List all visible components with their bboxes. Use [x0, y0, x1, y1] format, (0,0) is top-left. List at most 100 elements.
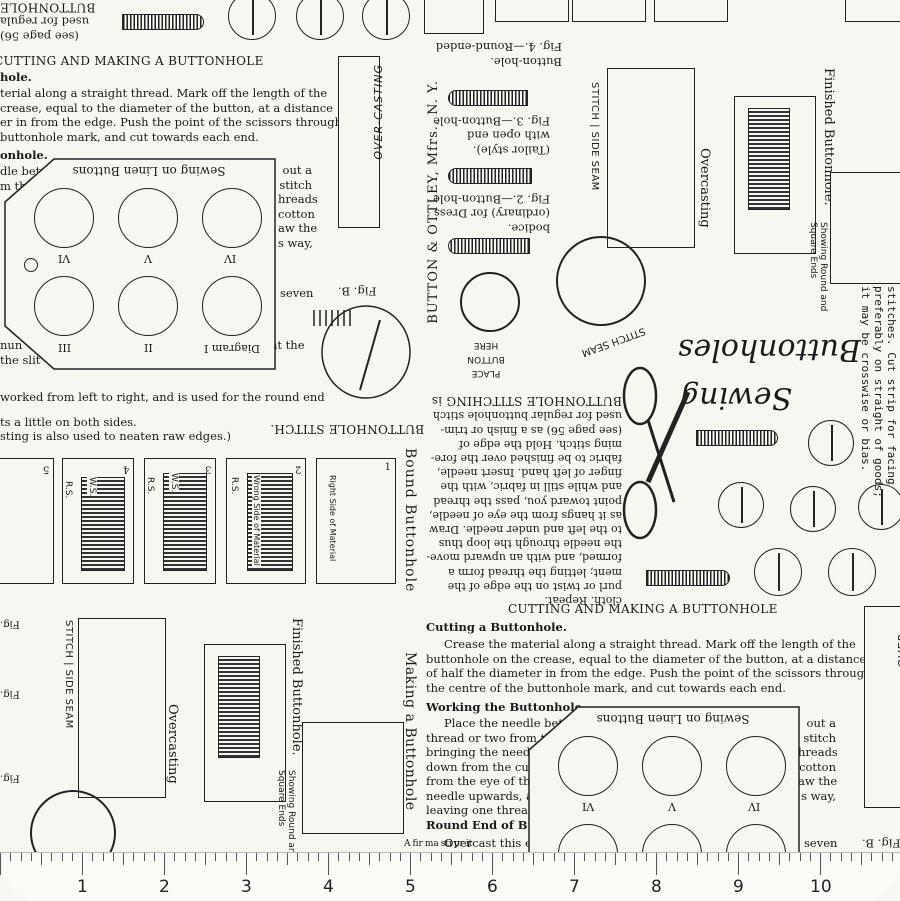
making-buttonhole-title: Making a Buttonhole	[402, 652, 418, 811]
ruler-tick	[522, 853, 524, 861]
button-icon	[362, 0, 410, 40]
text-line: formed, and with an upward move-	[426, 551, 622, 565]
large-button	[556, 236, 646, 326]
stitch-seam-label: STITCH SEAM	[580, 324, 647, 359]
ruler-tick	[604, 853, 606, 861]
right-fragments: out a stitch hreads cotton aw the s way,	[278, 163, 318, 250]
ruler-tick	[420, 853, 422, 861]
button-with-needle	[460, 272, 520, 332]
ruler-tick	[635, 853, 637, 861]
text-line: worked from left to right, and is used f…	[0, 390, 325, 404]
ruler-tick	[30, 853, 32, 861]
ruler-tick	[164, 853, 165, 875]
panel-number: 2	[294, 463, 301, 475]
ruler-tick	[338, 853, 340, 861]
text-line: BUTTONHOLE	[0, 0, 96, 15]
panel-wrong-side: Wrong Side of Material	[252, 475, 261, 566]
text-line: aw the	[278, 221, 318, 235]
ruler-tick	[625, 853, 627, 861]
subheading: hole.	[0, 70, 32, 84]
panel-right-side: Right Side of Material	[328, 475, 337, 562]
bottom-lines: worked from left to right, and is used f…	[0, 390, 325, 444]
text-line: to the left and under needle. Draw	[429, 523, 622, 537]
text-line: Square Ends	[276, 770, 286, 827]
ruler-tick	[61, 853, 63, 861]
ruler-tick	[891, 853, 893, 861]
stitching-block: cloth. Repeat. purl or twist on the edge…	[418, 394, 622, 607]
top-panel	[572, 0, 646, 22]
ruler-tick	[492, 853, 493, 875]
ruler-tick	[348, 853, 350, 861]
ruler-tick	[861, 853, 862, 865]
button-circle-ii	[118, 276, 178, 336]
ruler-tick	[850, 853, 852, 861]
text-line: the slit	[0, 352, 41, 367]
text-frag: it	[465, 839, 473, 849]
button-circle-iv	[726, 736, 786, 796]
text-frag: pr	[453, 839, 464, 849]
ruler-tick	[430, 853, 432, 861]
text-line: s way,	[278, 235, 313, 250]
ruler-tick	[184, 853, 186, 861]
panel-ws: W.S.	[87, 477, 97, 497]
text-frag: A	[404, 839, 411, 849]
ruler-tick	[0, 853, 1, 875]
ruler-tick	[102, 853, 104, 861]
center-para2: Place the needle betw thread or two from…	[426, 716, 573, 818]
text-line: thread or two from th	[426, 730, 553, 745]
ruler-tick	[358, 853, 360, 861]
text-line: from the eye of the	[426, 774, 538, 788]
button-place-here: PLACE BUTTON HERE	[458, 338, 514, 380]
ruler-tick	[246, 853, 247, 875]
bound-buttonhole-title: Bound Buttonhole	[402, 448, 418, 593]
buttonhole-stitch-heading: BUTTONHOLE STITCH.	[270, 422, 425, 436]
text-stitch: STITCH	[589, 82, 600, 121]
label-v: V	[668, 800, 676, 813]
ruler-tick	[779, 853, 780, 865]
panel-rs: R.S.	[145, 477, 155, 495]
text-line: ming stitch. Hold the edge of	[459, 437, 622, 451]
button-circle-iv	[202, 188, 262, 248]
label-ii: II	[144, 342, 153, 355]
ruler-tick	[20, 853, 22, 861]
top-panel	[654, 0, 728, 22]
text-line: nun	[0, 338, 23, 352]
text-line: Button-hole.	[490, 55, 562, 69]
ruler-tick	[502, 853, 504, 861]
text-stitch: STITCH	[63, 620, 74, 659]
ruler-tick	[533, 853, 534, 865]
center-heading: CUTTING AND MAKING A BUTTONHOLE	[508, 602, 778, 616]
ruler-tick	[820, 853, 821, 875]
button-icon	[828, 548, 876, 596]
top-panel	[424, 0, 484, 34]
text-line: Place the needle betw	[444, 716, 573, 730]
ruler-tick	[871, 853, 873, 861]
ruler-tick	[174, 853, 176, 861]
text-line: leaving one thread	[426, 803, 536, 817]
buttonhole-illustration	[122, 14, 204, 30]
ruler-tick	[830, 853, 832, 861]
ruler-tick	[584, 853, 586, 861]
ruler-tick	[297, 853, 299, 861]
card-title: Sewing on Linen Buttons	[596, 712, 750, 726]
ruler-tick	[215, 853, 217, 861]
showing-round-caption-lower: Showing Round and Square Ends	[276, 770, 296, 859]
ruler-tick	[809, 853, 811, 861]
needle-thread-illustration	[313, 305, 411, 399]
text-line: (Tailor style).	[472, 143, 550, 158]
ruler-tick	[574, 853, 575, 875]
linen-buttons-card-lower: Sewing on Linen Buttons VI V IV	[528, 706, 800, 884]
ruler-tick	[399, 853, 401, 861]
button-circle-v	[118, 188, 178, 248]
text-line: stitch	[803, 730, 836, 745]
text-line: s way,	[801, 788, 836, 803]
ruler-tick	[471, 853, 473, 861]
ruler-tick	[389, 853, 391, 861]
fig2-caption: bodice. (ordinary) for Dress Fig. 2.—But…	[430, 192, 550, 236]
ruler-number: 9	[733, 877, 744, 897]
ruler-tick	[553, 853, 555, 861]
panel-rs: R.S.	[63, 481, 73, 499]
ruler-tick	[727, 853, 729, 861]
ruler-number: 3	[241, 877, 252, 897]
